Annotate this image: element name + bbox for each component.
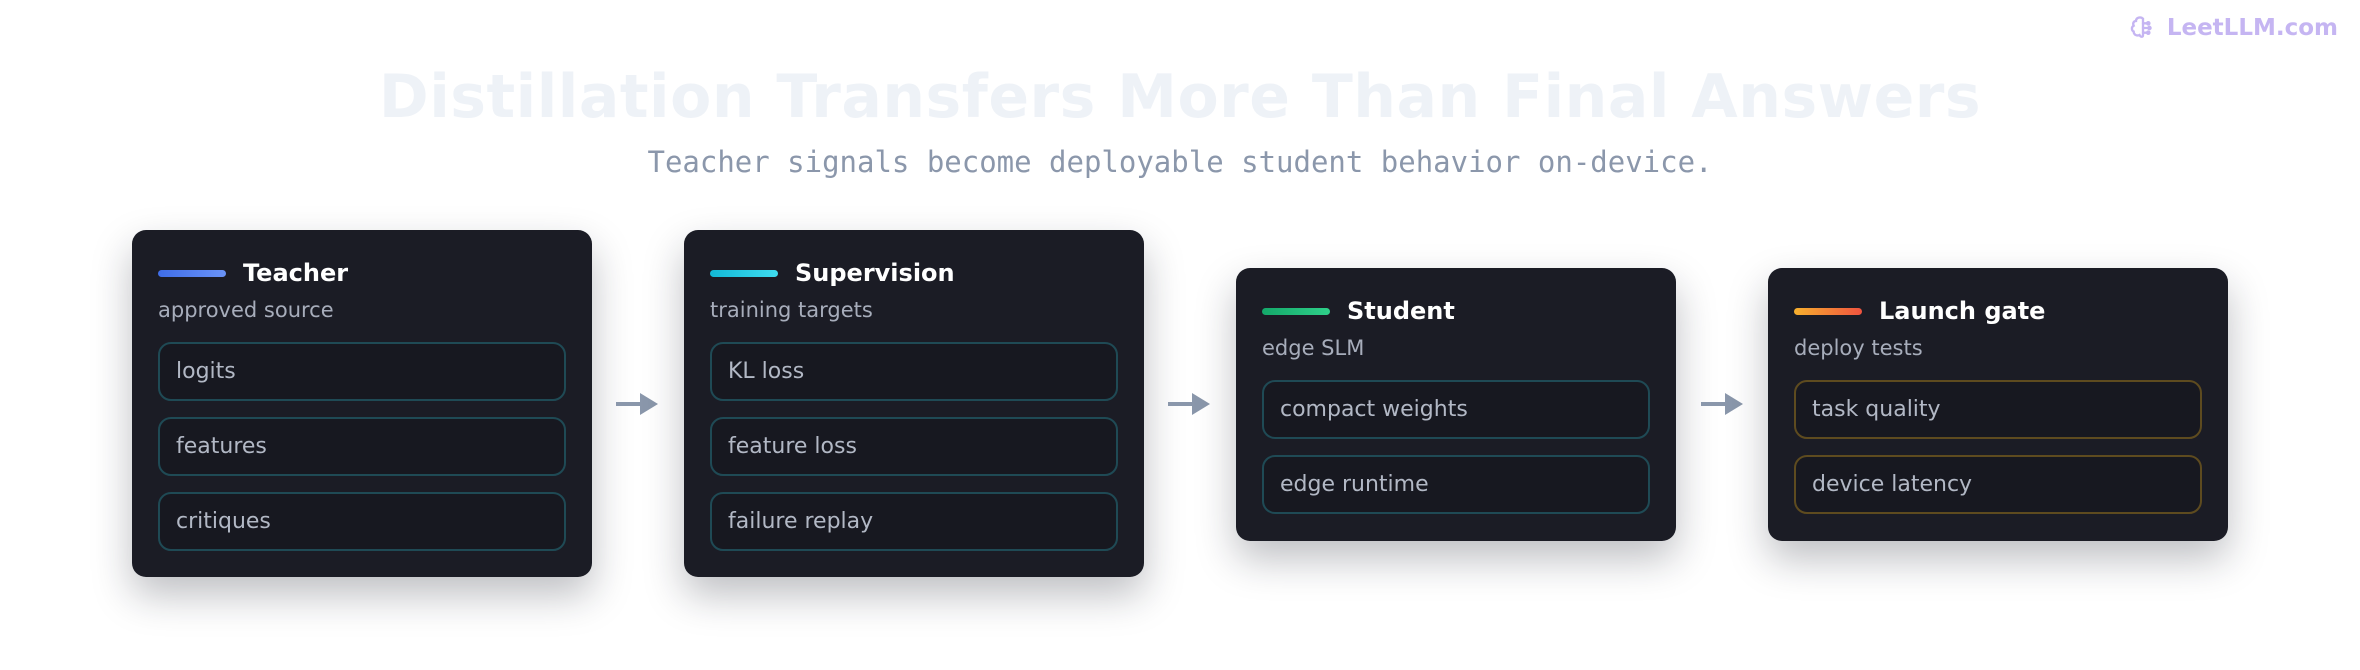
brand-label: LeetLLM.com bbox=[2166, 15, 2338, 41]
page-subtitle: Teacher signals become deployable studen… bbox=[647, 145, 1713, 179]
supervision-item-kl-loss: KL loss bbox=[710, 342, 1118, 401]
teacher-item-critiques: critiques bbox=[158, 492, 566, 551]
teacher-title: Teacher bbox=[243, 259, 349, 287]
teacher-accent-bar bbox=[158, 269, 226, 277]
supervision-item-feature-loss: feature loss bbox=[710, 417, 1118, 476]
arrow-icon bbox=[1701, 393, 1743, 415]
launch-gate-item-task-quality: task quality bbox=[1794, 380, 2202, 439]
student-card: Student edge SLM compact weights edge ru… bbox=[1236, 268, 1676, 541]
launch-gate-subtitle: deploy tests bbox=[1794, 336, 1923, 360]
student-accent-bar bbox=[1262, 307, 1330, 315]
launch-gate-title: Launch gate bbox=[1879, 297, 2046, 325]
page-title: Distillation Transfers More Than Final A… bbox=[378, 62, 1982, 132]
student-item-edge-runtime: edge runtime bbox=[1262, 455, 1650, 514]
teacher-item-logits: logits bbox=[158, 342, 566, 401]
supervision-card: Supervision training targets KL loss fea… bbox=[684, 230, 1144, 577]
arrow-icon bbox=[1168, 393, 1210, 415]
supervision-title: Supervision bbox=[795, 259, 955, 287]
arrow-icon bbox=[616, 393, 658, 415]
supervision-item-failure-replay: failure replay bbox=[710, 492, 1118, 551]
launch-gate-card: Launch gate deploy tests task quality de… bbox=[1768, 268, 2228, 541]
launch-gate-item-device-latency: device latency bbox=[1794, 455, 2202, 514]
brain-icon bbox=[2130, 16, 2152, 38]
teacher-subtitle: approved source bbox=[158, 298, 334, 322]
teacher-item-features: features bbox=[158, 417, 566, 476]
student-subtitle: edge SLM bbox=[1262, 336, 1365, 360]
launch-gate-accent-bar bbox=[1794, 307, 1862, 315]
student-title: Student bbox=[1347, 297, 1455, 325]
supervision-subtitle: training targets bbox=[710, 298, 873, 322]
brand-logo[interactable]: LeetLLM.com bbox=[2129, 14, 2338, 42]
student-item-compact-weights: compact weights bbox=[1262, 380, 1650, 439]
supervision-accent-bar bbox=[710, 269, 778, 277]
teacher-card: Teacher approved source logits features … bbox=[132, 230, 592, 577]
